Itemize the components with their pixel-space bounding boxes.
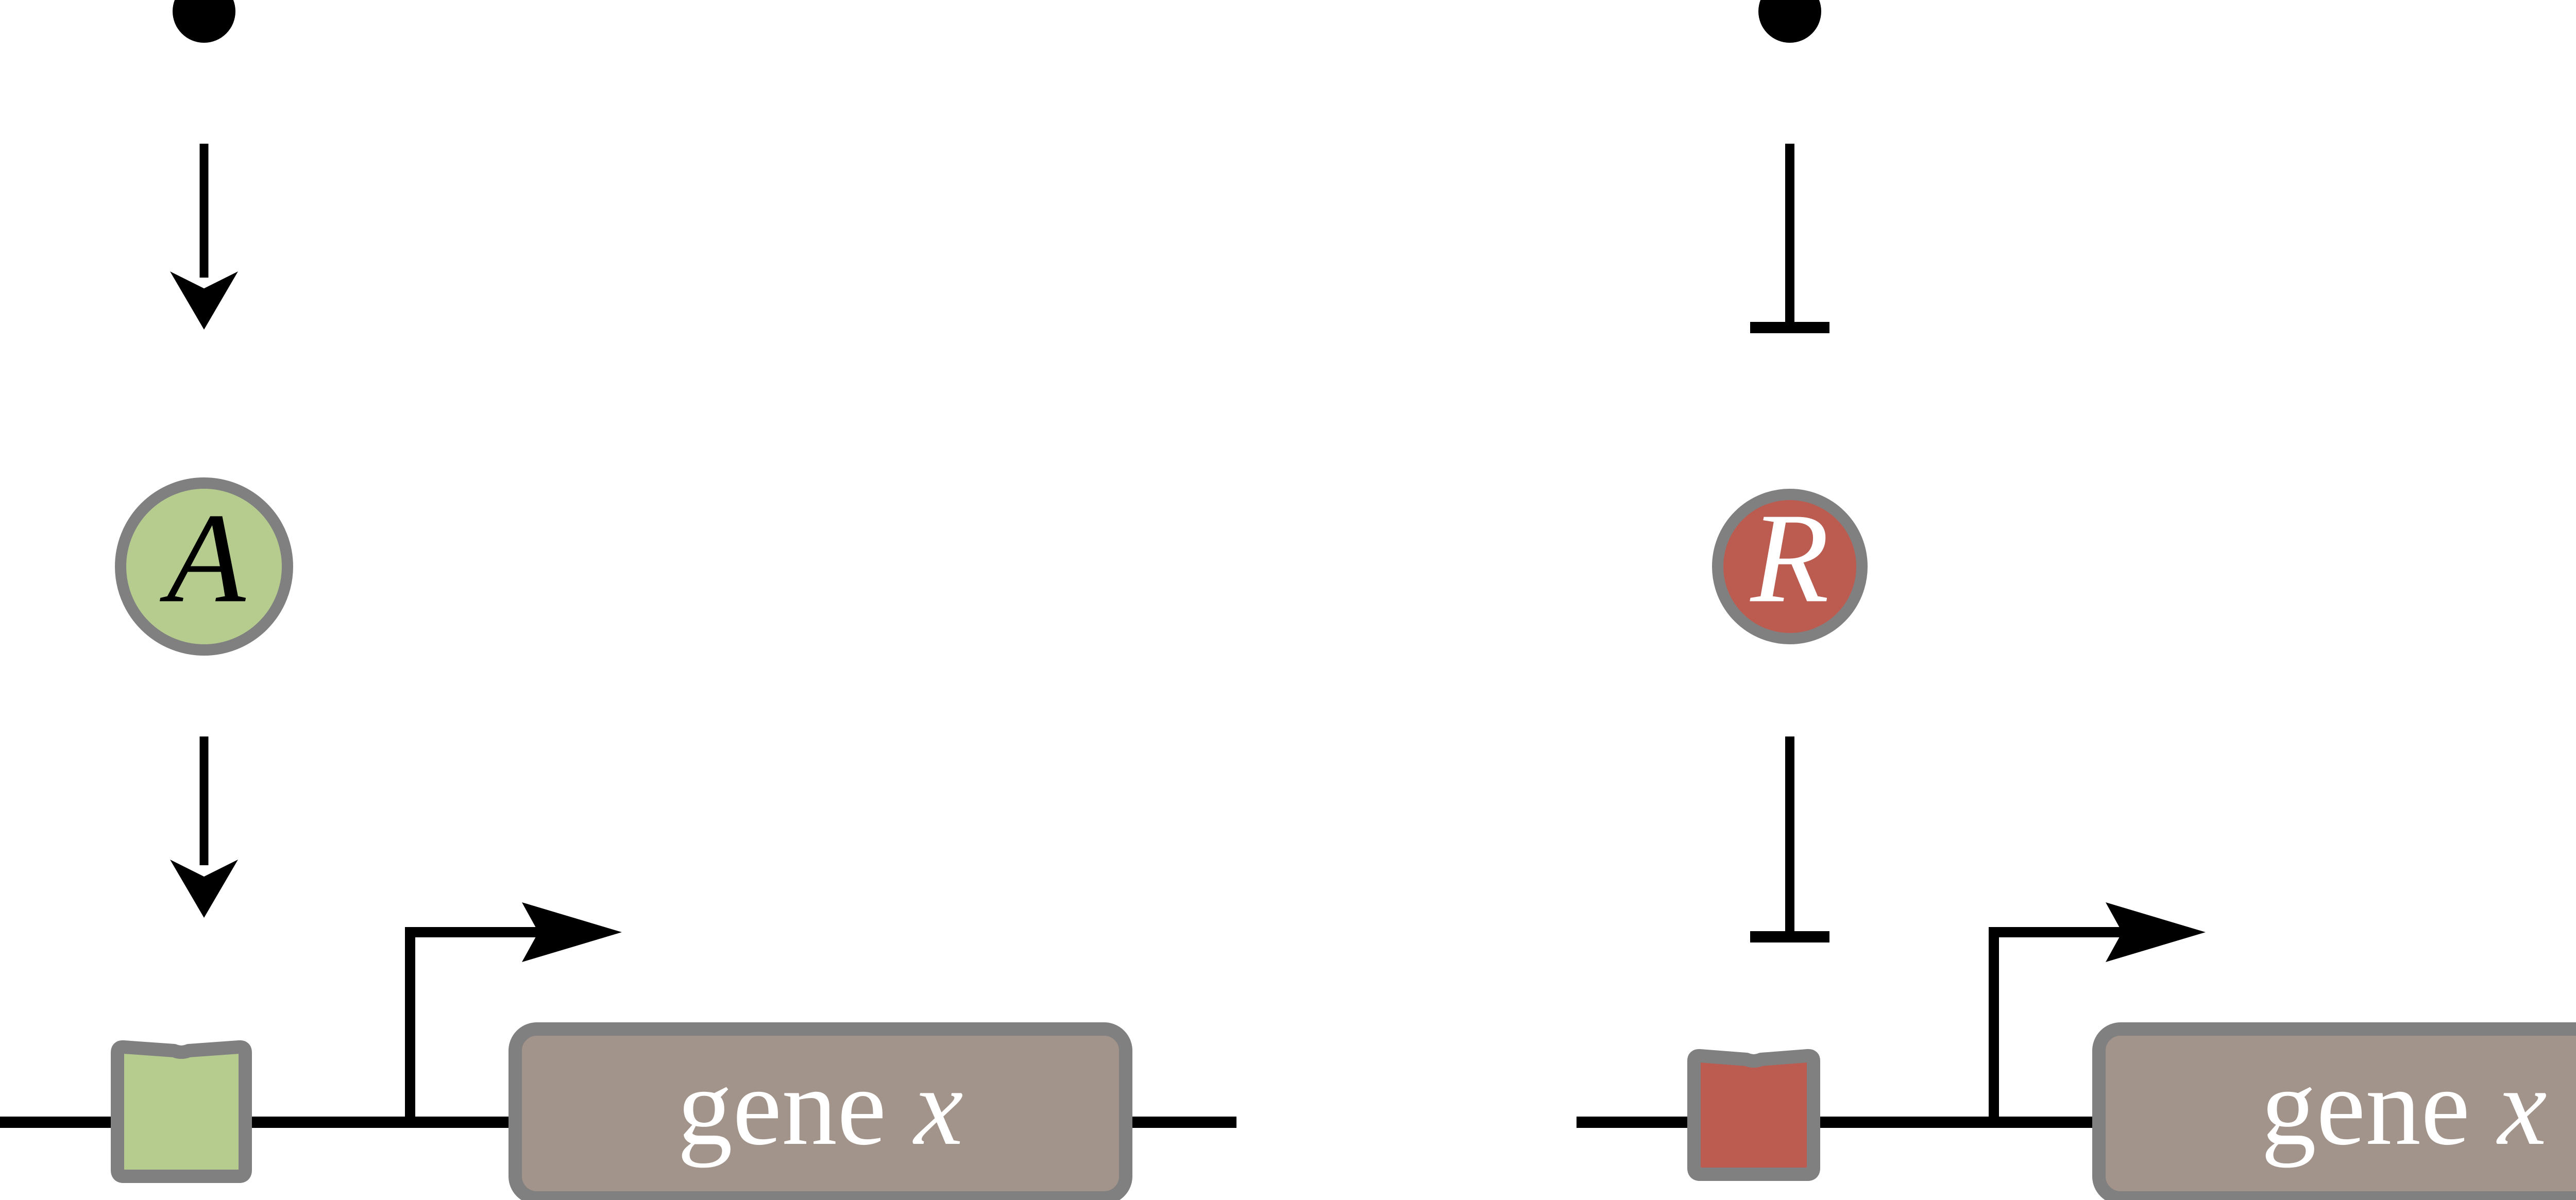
gene-label: gene x: [2261, 1045, 2547, 1168]
input-signal-dot: [1758, 0, 1821, 43]
activator-node: A: [115, 477, 293, 656]
gene-label-word: gene: [2261, 1045, 2470, 1168]
activation-arrow-signal-to-tf: [170, 144, 238, 330]
repressor-label: R: [1750, 487, 1829, 629]
input-signal-dot: [173, 0, 235, 43]
gene-box: [2092, 1022, 2576, 1200]
gene-label: gene x: [677, 1045, 963, 1168]
activation-arrow-tf-to-site: [170, 736, 238, 918]
activator-binding-site: [111, 1040, 252, 1183]
repressor-node: R: [1712, 487, 1868, 644]
repression-bar-tf-to-site: [1750, 736, 1829, 942]
repressor-binding-site: [1687, 1049, 1820, 1181]
promoter-arrow: [405, 902, 622, 1123]
gene-label-symbol: x: [2496, 1045, 2547, 1168]
repressor-circle: [1712, 489, 1868, 644]
gene-label-word: gene: [677, 1045, 886, 1168]
promoter-arrow: [1989, 902, 2206, 1123]
activator-label: A: [160, 487, 246, 629]
repression-bar-signal-to-tf: [1750, 144, 1829, 333]
activator-circle: [115, 477, 293, 656]
gene-box: [509, 1022, 1132, 1200]
gene-label-symbol: x: [912, 1045, 963, 1168]
